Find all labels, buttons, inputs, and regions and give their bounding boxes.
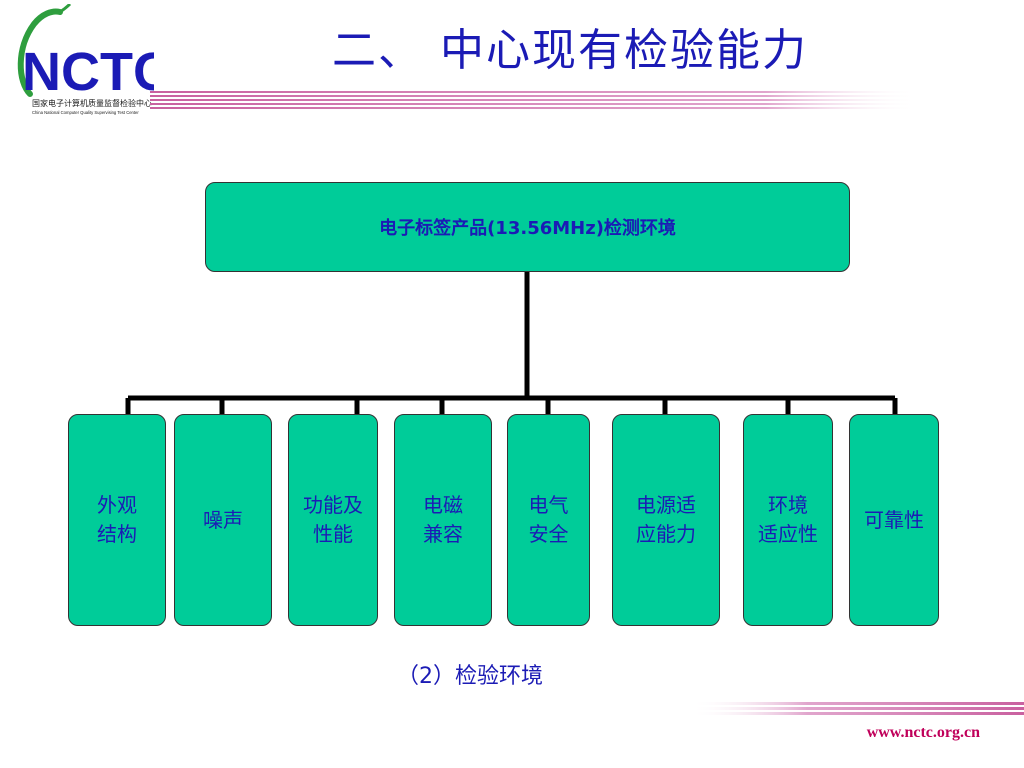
node-function-performance: 功能及 性能	[288, 414, 378, 626]
node-label: 环境 适应性	[758, 493, 818, 546]
node-noise: 噪声	[174, 414, 272, 626]
footer-url: www.nctc.org.cn	[866, 724, 980, 741]
logo-name-en: China National Computer Quality Supervis…	[32, 110, 139, 115]
node-electrical-safety: 电气 安全	[507, 414, 590, 626]
nctc-logo-mark: NCTC	[17, 2, 172, 102]
node-reliability: 可靠性	[849, 414, 939, 626]
node-label: 可靠性	[864, 507, 924, 532]
node-label: 电磁 兼容	[423, 493, 463, 546]
node-label: 电气 安全	[528, 493, 569, 546]
footer-stripe	[690, 702, 1024, 715]
header-stripe	[150, 91, 920, 109]
node-label: 噪声	[203, 507, 243, 532]
node-label: 外观 结构	[97, 493, 137, 546]
logo-name-cn: 国家电子计算机质量监督检验中心	[32, 99, 152, 108]
node-exterior-structure: 外观 结构	[68, 414, 166, 626]
root-node-label: 电子标签产品(13.56MHz)检测环境	[379, 218, 676, 239]
diagram-caption: （2）检验环境	[397, 664, 543, 689]
logo-acronym: NCTC	[22, 42, 154, 102]
node-environment-adaptability: 环境 适应性	[743, 414, 833, 626]
node-emc: 电磁 兼容	[394, 414, 492, 626]
nctc-logo: NCTC 国家电子计算机质量监督检验中心 China National Comp…	[4, 2, 172, 116]
node-label: 电源适 应能力	[636, 493, 696, 546]
node-label: 功能及 性能	[303, 493, 363, 546]
slide-title: 二、 中心现有检验能力	[332, 25, 808, 76]
node-power-adaptability: 电源适 应能力	[612, 414, 720, 626]
diagram-root-node: 电子标签产品(13.56MHz)检测环境	[205, 182, 850, 272]
